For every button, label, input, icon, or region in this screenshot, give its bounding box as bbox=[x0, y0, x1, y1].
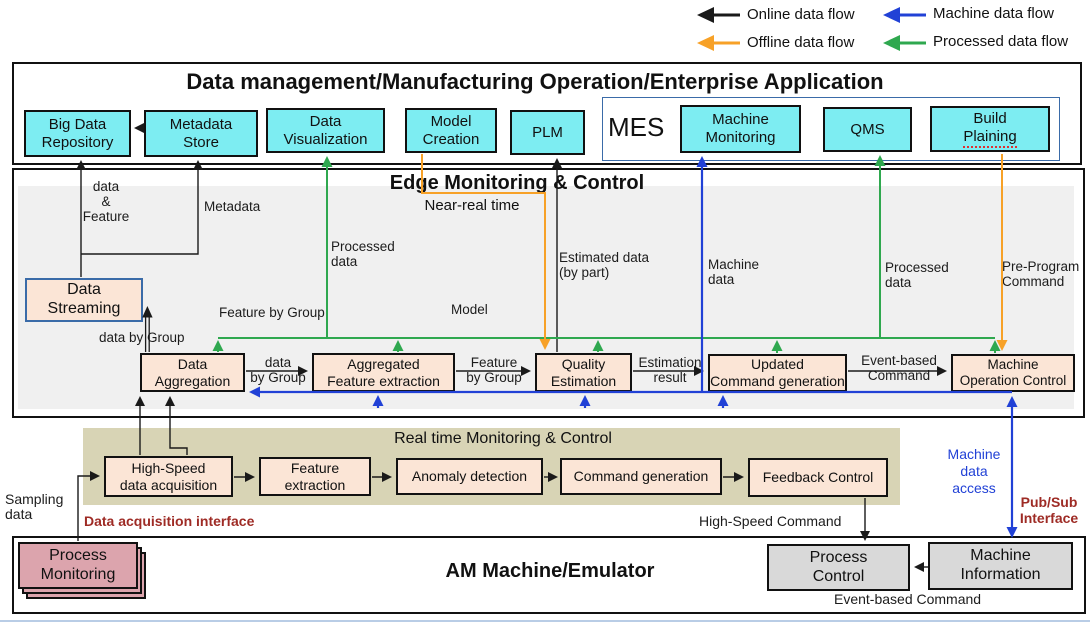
metadata-label: Metadata bbox=[204, 199, 261, 214]
data-and-feature-label: data&Feature bbox=[82, 179, 130, 224]
data-acquisition-interface-label: Data acquisition interface bbox=[84, 513, 255, 529]
edge-title: Edge Monitoring & Control bbox=[389, 172, 645, 194]
realtime-title: Real time Monitoring & Control bbox=[394, 430, 612, 447]
plm-box: PLM bbox=[510, 110, 585, 155]
legend-machine-label: Machine data flow bbox=[933, 5, 1054, 22]
am-machine-title: AM Machine/Emulator bbox=[445, 560, 655, 582]
build-plaining-line2: Plaining bbox=[963, 128, 1017, 148]
enterprise-title: Data management/Manufacturing Operation/… bbox=[186, 69, 884, 94]
mes-label: MES bbox=[608, 112, 665, 142]
data-by-group-upper-label: data by Group bbox=[99, 330, 185, 345]
estimated-data-label: Estimated data(by part) bbox=[559, 250, 650, 280]
legend-online-label: Online data flow bbox=[747, 6, 855, 23]
legend-processed-label: Processed data flow bbox=[933, 33, 1069, 50]
command-generation-box: Command generation bbox=[560, 458, 722, 495]
build-plaining-line1: Build bbox=[973, 110, 1007, 128]
legend-online-arrow bbox=[697, 7, 740, 23]
legend-offline-label: Offline data flow bbox=[747, 34, 855, 51]
legend-offline-arrow bbox=[697, 35, 740, 51]
legend-machine-arrow bbox=[883, 7, 926, 23]
high-speed-command-label: High-Speed Command bbox=[699, 513, 842, 529]
qms-box: QMS bbox=[823, 107, 912, 152]
feature-by-group-upper-label: Feature by Group bbox=[219, 305, 325, 320]
model-label: Model bbox=[451, 302, 488, 317]
feedback-control-box: Feedback Control bbox=[748, 458, 888, 497]
legend-processed-arrow bbox=[883, 35, 926, 51]
event-based-command-bottom-label: Event-based Command bbox=[834, 591, 982, 607]
anomaly-detection-box: Anomaly detection bbox=[396, 458, 543, 495]
edge-subtitle: Near-real time bbox=[424, 197, 520, 214]
